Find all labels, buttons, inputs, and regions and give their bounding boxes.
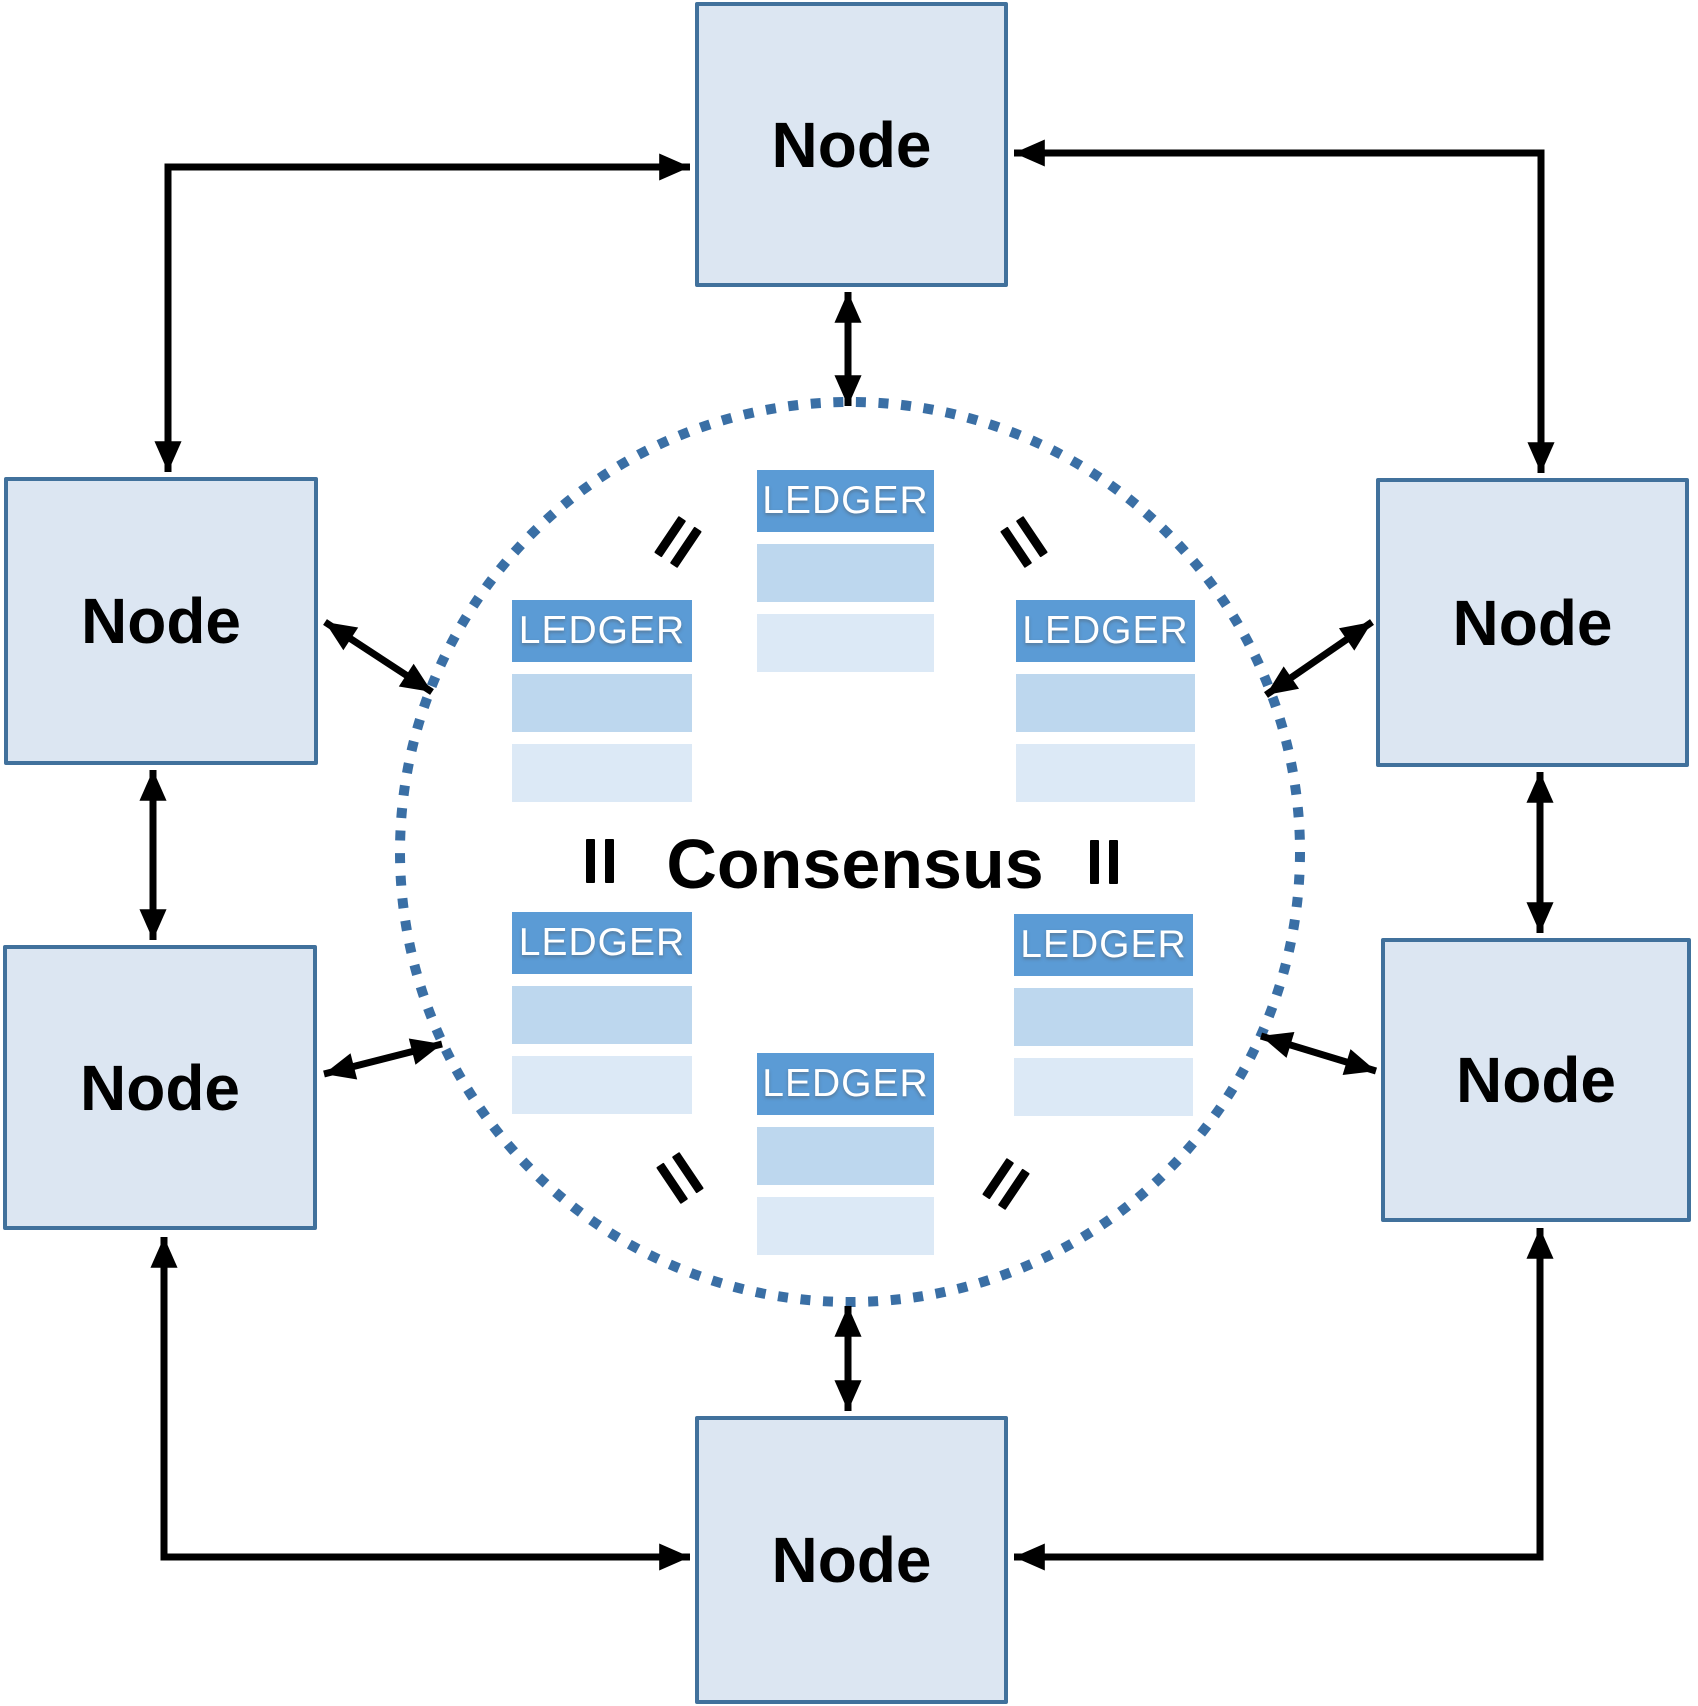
node-label: Node — [1452, 586, 1613, 659]
node-label: Node — [80, 1051, 240, 1124]
connector-bottom-node-to-lower-right-node — [1014, 1228, 1554, 1571]
ledger-label: LEDGER — [1022, 609, 1189, 652]
node-label: Node — [771, 1524, 932, 1596]
equals-icon-middle-left — [586, 839, 614, 883]
node-box-bottom: Node — [695, 1416, 1008, 1704]
ledger-header: LEDGER — [512, 912, 692, 974]
ledger-row — [757, 1197, 934, 1255]
node-box-top: Node — [695, 2, 1008, 287]
ledger-label: LEDGER — [518, 921, 686, 964]
ledger-row — [757, 1127, 934, 1185]
ledger-header: LEDGER — [1016, 600, 1195, 662]
connector-top-node-to-upper-right-node — [1014, 139, 1555, 473]
ledger-row — [512, 986, 692, 1044]
connector-top-node-to-upper-left-node — [154, 153, 690, 472]
ledger-header: LEDGER — [512, 600, 692, 662]
ledger-label: LEDGER — [762, 1062, 929, 1105]
ledger-row — [1016, 674, 1195, 732]
arrow-lower-left-node-to-circle — [323, 1038, 443, 1080]
node-label: Node — [1456, 1044, 1616, 1116]
ledger-header: LEDGER — [757, 470, 934, 532]
node-label: Node — [771, 108, 932, 181]
consensus-label: Consensus — [666, 825, 1044, 903]
ledger-upper-left: LEDGER — [512, 600, 692, 802]
ledger-lower-left: LEDGER — [512, 912, 692, 1114]
equals-icon-middle-right — [1090, 840, 1118, 884]
ledger-label: LEDGER — [762, 479, 929, 522]
arrow-upper-right-node-to-circle — [1264, 619, 1374, 698]
ledger-row — [512, 744, 692, 802]
ledger-row — [512, 674, 692, 732]
arrow-lower-right-node-to-circle — [1259, 1032, 1378, 1075]
equals-icon-top-left — [654, 515, 702, 569]
ledger-lower-right: LEDGER — [1014, 914, 1193, 1116]
ledger-bottom-center: LEDGER — [757, 1053, 934, 1255]
ledger-top-center: LEDGER — [757, 470, 934, 672]
ledger-header: LEDGER — [1014, 914, 1193, 976]
node-box-lower-left: Node — [3, 945, 317, 1230]
arrow-upper-left-node-to-circle — [323, 619, 434, 695]
ledger-header: LEDGER — [757, 1053, 934, 1115]
node-box-lower-right: Node — [1381, 938, 1691, 1222]
ledger-row — [1014, 988, 1193, 1046]
connector-lower-left-node-to-bottom-node — [150, 1237, 690, 1571]
ledger-row — [512, 1056, 692, 1114]
node-label: Node — [81, 585, 241, 657]
equals-icon-bottom-left — [656, 1151, 704, 1205]
ledger-label: LEDGER — [518, 609, 686, 652]
ledger-row — [757, 544, 934, 602]
ledger-upper-right: LEDGER — [1016, 600, 1195, 802]
ledger-row — [1014, 1058, 1193, 1116]
ledger-row — [1016, 744, 1195, 802]
node-box-upper-left: Node — [4, 477, 318, 765]
equals-icon-bottom-right — [982, 1157, 1030, 1211]
equals-icon-top-right — [1000, 515, 1048, 569]
node-box-upper-right: Node — [1376, 478, 1689, 767]
ledger-row — [757, 614, 934, 672]
ledger-label: LEDGER — [1020, 923, 1187, 966]
